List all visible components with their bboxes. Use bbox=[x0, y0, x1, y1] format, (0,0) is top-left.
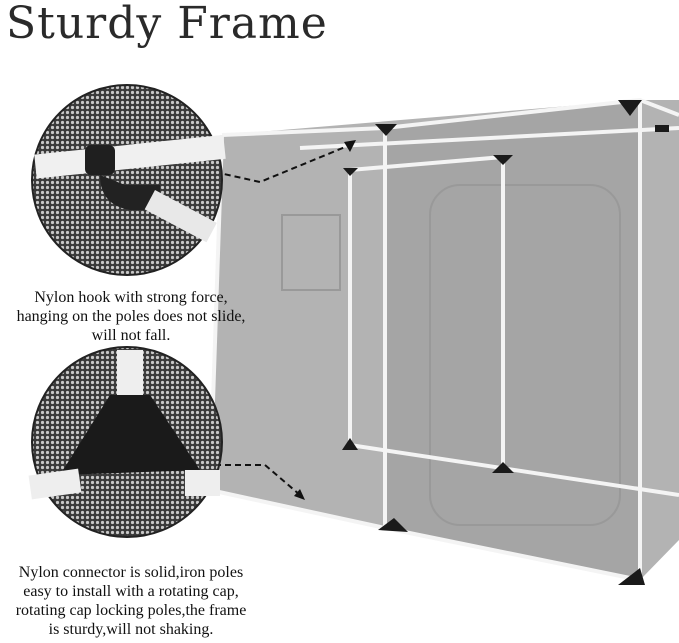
tent-front-panel bbox=[385, 100, 640, 580]
connector-caption: Nylon connector is solid,iron poles easy… bbox=[0, 563, 262, 639]
tent-window bbox=[281, 214, 341, 291]
caption-line: is sturdy,will not shaking. bbox=[48, 621, 214, 638]
caption-line: Nylon hook with strong force, bbox=[34, 289, 228, 306]
frame-connectors bbox=[342, 100, 669, 585]
arrow-head bbox=[294, 489, 305, 500]
caption-line: hanging on the poles does not slide, bbox=[16, 308, 246, 325]
tent-door bbox=[429, 184, 621, 526]
hook-caption: Nylon hook with strong force, hanging on… bbox=[0, 288, 262, 345]
caption-line: will not fall. bbox=[91, 327, 171, 344]
connector-detail-inset bbox=[28, 346, 223, 538]
hook-detail-inset bbox=[31, 84, 226, 276]
pointer-arrows bbox=[214, 144, 351, 496]
arrow-head bbox=[344, 140, 356, 152]
caption-line: easy to install with a rotating cap, bbox=[23, 583, 239, 600]
page-title: Sturdy Frame bbox=[6, 0, 328, 49]
caption-line: rotating cap locking poles,the frame bbox=[15, 602, 247, 619]
caption-line: Nylon connector is solid,iron poles bbox=[18, 564, 244, 581]
